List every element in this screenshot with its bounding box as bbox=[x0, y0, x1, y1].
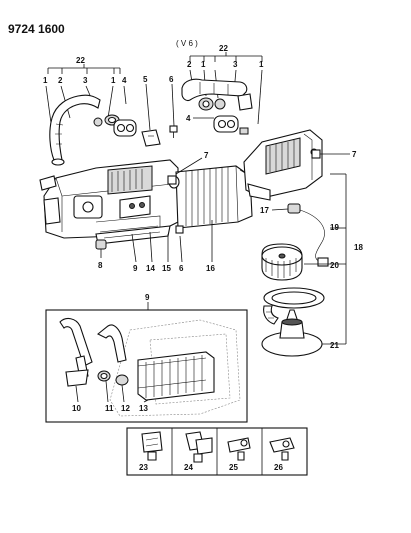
fan-wheel-20 bbox=[261, 243, 346, 281]
air-duct bbox=[168, 165, 253, 229]
callout-22: 22 bbox=[76, 56, 85, 65]
heater-hose-left bbox=[49, 94, 101, 166]
callout-1: 1 bbox=[259, 60, 264, 69]
callout-4: 4 bbox=[186, 114, 191, 123]
seal-12 bbox=[115, 374, 129, 403]
callout-16: 16 bbox=[206, 264, 215, 273]
callout-bracket-18 bbox=[330, 173, 347, 344]
callout-1: 1 bbox=[43, 76, 48, 85]
callout-23: 23 bbox=[139, 463, 148, 472]
callout-26: 26 bbox=[274, 463, 283, 472]
callout-7: 7 bbox=[352, 150, 357, 159]
callout-9: 9 bbox=[145, 293, 150, 302]
callout-17: 17 bbox=[260, 206, 269, 215]
resistor-17 bbox=[271, 203, 301, 214]
callout-24: 24 bbox=[184, 463, 193, 472]
callout-22: 22 bbox=[219, 44, 228, 53]
connector-25 bbox=[227, 437, 251, 461]
heater-unit-housing bbox=[39, 159, 179, 239]
callout-1: 1 bbox=[201, 60, 206, 69]
callout-14: 14 bbox=[146, 264, 155, 273]
callout-9: 9 bbox=[133, 264, 138, 273]
blower-motor-21 bbox=[261, 309, 346, 357]
callout-20: 20 bbox=[330, 261, 339, 270]
heater-core-13 bbox=[137, 351, 215, 401]
callout-11: 11 bbox=[105, 404, 114, 413]
grommet-left bbox=[113, 119, 137, 137]
callout-8: 8 bbox=[98, 261, 103, 270]
callout-6: 6 bbox=[179, 264, 184, 273]
callout-25: 25 bbox=[229, 463, 238, 472]
bolt-6-upper bbox=[169, 83, 178, 138]
connector-23 bbox=[141, 431, 163, 461]
heater-hose-right bbox=[181, 78, 253, 111]
gasket-ring bbox=[263, 287, 325, 309]
callout-labels: 1 2 3 1 22 4 5 6 22 2 1 3 1 4 7 7 17 19 … bbox=[43, 44, 363, 472]
callout-3: 3 bbox=[83, 76, 88, 85]
bracket-10 bbox=[75, 385, 79, 403]
callout-5: 5 bbox=[143, 75, 148, 84]
callout-12: 12 bbox=[121, 404, 130, 413]
callout-10: 10 bbox=[72, 404, 81, 413]
callout-leaders-center bbox=[131, 220, 213, 263]
grommet-right bbox=[213, 115, 249, 135]
callout-3: 3 bbox=[233, 60, 238, 69]
screw-7-right bbox=[311, 149, 350, 159]
connector-24 bbox=[185, 431, 213, 463]
callout-15: 15 bbox=[162, 264, 171, 273]
leader-13 bbox=[143, 399, 149, 403]
callout-19: 19 bbox=[330, 223, 339, 232]
callout-1: 1 bbox=[111, 76, 116, 85]
core-tube-lower bbox=[65, 355, 89, 387]
callout-2: 2 bbox=[58, 76, 63, 85]
core-tube-upper bbox=[59, 317, 127, 367]
callout-7: 7 bbox=[204, 151, 209, 160]
cooling-hose bbox=[263, 305, 279, 325]
clamp-11 bbox=[97, 370, 111, 403]
callout-6: 6 bbox=[169, 75, 174, 84]
callout-13: 13 bbox=[139, 404, 148, 413]
diagram-code: 9724 1600 bbox=[8, 22, 65, 36]
callout-2: 2 bbox=[187, 60, 192, 69]
connector-26 bbox=[269, 437, 295, 461]
hose-clamp-right bbox=[198, 97, 226, 111]
screw-7-center bbox=[167, 157, 203, 185]
callout-4: 4 bbox=[122, 76, 127, 85]
clip-5 bbox=[141, 83, 161, 147]
callout-21: 21 bbox=[330, 341, 339, 350]
callout-18: 18 bbox=[354, 243, 363, 252]
blower-unit-housing bbox=[243, 129, 323, 201]
harness-19 bbox=[299, 209, 346, 267]
engine-variant-label: ( V 6 ) bbox=[176, 39, 198, 48]
grommet-8 bbox=[95, 239, 107, 258]
